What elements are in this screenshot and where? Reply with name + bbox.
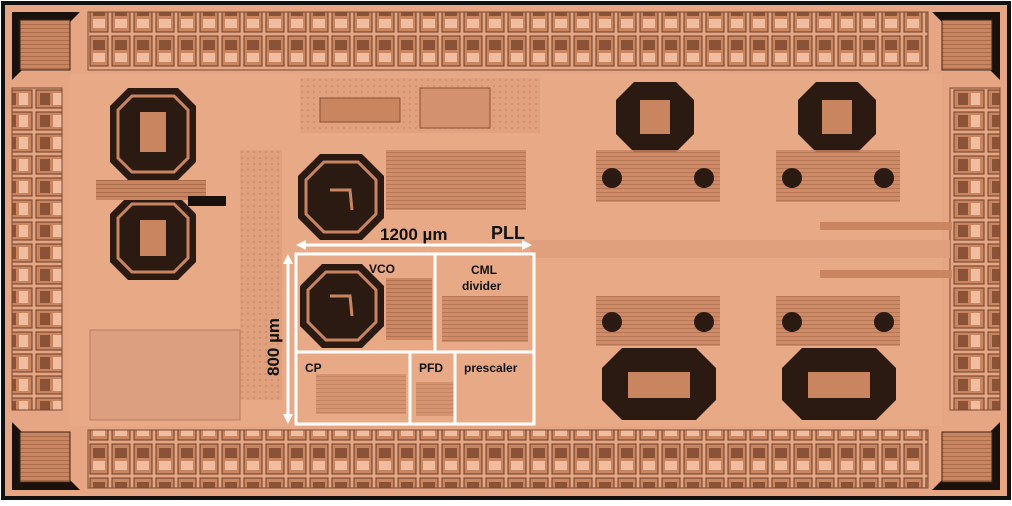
inductor-left-upper	[110, 88, 196, 180]
cml-label-line1: CML	[471, 263, 497, 277]
bond-pad-rt-1	[602, 168, 622, 188]
pad-ring-top	[87, 11, 929, 71]
cp-circuitry	[316, 374, 406, 414]
pad-ring-bottom	[87, 429, 929, 489]
fill-region-left	[240, 150, 282, 400]
prescaler-label: prescaler	[464, 361, 518, 375]
bond-pad-rb-2	[694, 312, 714, 332]
inductor-left-lower	[110, 196, 196, 280]
vco-inductor	[300, 264, 384, 348]
inductor-right-bottom-2	[782, 348, 896, 420]
vco-core-circuitry	[386, 278, 432, 340]
pad-ring-right	[949, 87, 1001, 411]
circuit-block-top-2	[419, 87, 491, 129]
signal-line-upper	[820, 222, 952, 230]
bond-pad-rb-3	[782, 312, 802, 332]
cml-label-line2: divider	[462, 279, 502, 293]
left-lower-block	[89, 329, 241, 421]
signal-bus-center	[530, 240, 950, 258]
left-column-circuitry	[96, 180, 206, 200]
inductor-center-upper	[298, 154, 384, 240]
height-dimension-label: 800 µm	[264, 318, 283, 376]
signal-line-lower	[820, 270, 952, 278]
pfd-circuitry	[416, 382, 454, 416]
pad-ring-left	[11, 87, 63, 411]
pll-box-outer	[294, 252, 536, 426]
pll-title: PLL	[491, 223, 525, 243]
width-dimension-label: 1200 µm	[380, 225, 447, 244]
corner-pad-top-right	[932, 12, 1000, 80]
corner-pad-top-left	[12, 12, 80, 80]
vco-label: VCO	[369, 262, 395, 276]
height-dimension-arrow	[283, 254, 293, 424]
bond-pad-rt-3	[782, 168, 802, 188]
circuit-block-top	[319, 97, 401, 123]
cml-divider-circuitry	[442, 296, 528, 342]
width-dimension-arrow	[296, 240, 532, 250]
inductor-right-top-2	[798, 82, 876, 152]
inductor-right-bottom-1	[602, 348, 716, 420]
pfd-label: PFD	[419, 361, 443, 375]
bond-pad-rb-1	[602, 312, 622, 332]
bond-pad-rt-2	[694, 168, 714, 188]
bond-pad-rt-4	[874, 168, 894, 188]
inductor-right-top-1	[616, 82, 694, 152]
bond-pad-rb-4	[874, 312, 894, 332]
corner-pad-bottom-right	[932, 422, 1000, 490]
left-probe-pad	[188, 196, 226, 206]
corner-pad-bottom-left	[12, 422, 80, 490]
pll-outline	[294, 252, 536, 426]
cp-label: CP	[305, 361, 322, 375]
center-upper-circuitry	[386, 150, 526, 210]
